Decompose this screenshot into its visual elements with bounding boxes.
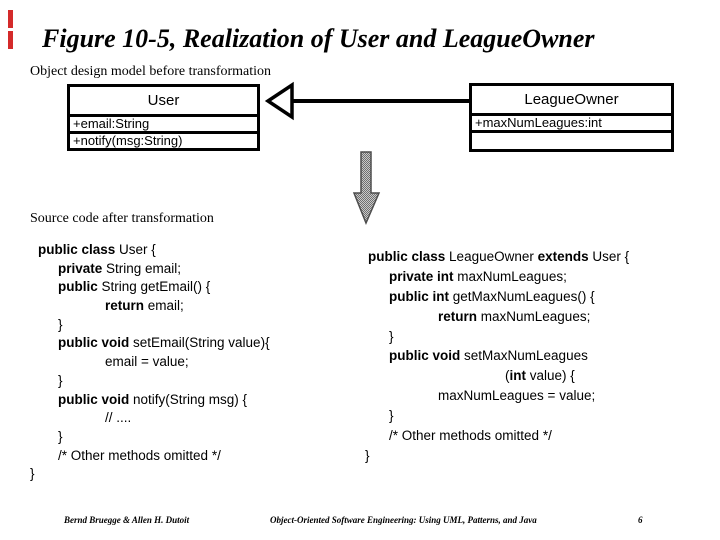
code-line: } <box>365 406 629 426</box>
leagueowner-class-compartments: +maxNumLeagues:int <box>472 113 671 145</box>
code-block-leagueowner: public class LeagueOwner extends User {p… <box>365 247 629 466</box>
code-line: public class User { <box>30 241 270 260</box>
code-keyword: private int <box>389 268 458 284</box>
code-line: } <box>30 316 270 335</box>
code-text: value) { <box>529 368 575 384</box>
code-block-user: public class User {private String email;… <box>30 241 270 484</box>
code-line: private String email; <box>30 260 270 279</box>
code-line: maxNumLeagues = value; <box>365 386 629 406</box>
leagueowner-class-name: LeagueOwner <box>524 91 619 108</box>
uml-attribute-row: +maxNumLeagues:int <box>472 113 671 130</box>
accent-bar <box>8 31 13 49</box>
code-text: maxNumLeagues = value; <box>438 388 596 404</box>
code-text: ( <box>505 368 510 384</box>
code-keyword: public void <box>58 391 134 407</box>
code-text: email; <box>147 298 184 314</box>
code-line: email = value; <box>30 353 270 372</box>
code-text: LeagueOwner <box>449 249 538 264</box>
code-text: User { <box>592 249 630 264</box>
code-text: } <box>30 466 35 482</box>
code-text: /* Other methods omitted */ <box>389 428 552 444</box>
code-keyword: public void <box>389 348 465 364</box>
code-line: } <box>30 428 270 447</box>
code-line: return maxNumLeagues; <box>365 307 629 327</box>
code-line: /* Other methods omitted */ <box>365 426 629 446</box>
code-line: /* Other methods omitted */ <box>30 447 270 466</box>
code-text: maxNumLeagues; <box>480 308 591 324</box>
code-keyword: return <box>105 298 148 314</box>
user-class-name: User <box>147 92 180 109</box>
subtitle-after-transformation: Source code after transformation <box>30 211 214 226</box>
code-keyword: public <box>58 279 102 295</box>
code-line: private int maxNumLeagues; <box>365 267 629 287</box>
uml-attribute-row: +notify(msg:String) <box>70 131 257 148</box>
code-text: // .... <box>105 410 132 426</box>
code-text: } <box>389 408 394 424</box>
subtitle-before-transformation: Object design model before transformatio… <box>30 64 272 79</box>
code-keyword: public int <box>389 288 453 304</box>
code-text: } <box>58 372 63 388</box>
code-line: // .... <box>30 409 270 428</box>
code-text: } <box>389 328 394 344</box>
inheritance-triangle-icon <box>264 81 294 121</box>
code-text: User { <box>119 242 156 257</box>
code-line: return email; <box>30 297 270 316</box>
code-keyword: extends <box>537 249 593 264</box>
code-line: } <box>365 327 629 347</box>
code-text: getMaxNumLeagues() { <box>452 288 595 304</box>
code-keyword: public class <box>38 242 120 257</box>
code-line: (int value) { <box>365 366 629 386</box>
code-line: } <box>30 372 270 391</box>
user-class-box: User +email:String+notify(msg:String) <box>67 84 260 151</box>
footer-book-title: Object-Oriented Software Engineering: Us… <box>270 515 537 525</box>
page-title: Figure 10-5, Realization of User and Lea… <box>42 24 595 53</box>
code-text: setEmail(String value){ <box>133 335 270 351</box>
leagueowner-class-box: LeagueOwner +maxNumLeagues:int <box>469 83 674 152</box>
code-text: } <box>58 428 63 444</box>
code-keyword: public class <box>368 249 450 264</box>
uml-empty-compartment <box>472 130 671 145</box>
code-keyword: private <box>58 260 107 276</box>
code-text: notify(String msg) { <box>133 391 248 407</box>
code-line: } <box>30 465 270 484</box>
transformation-down-arrow-icon <box>352 151 381 225</box>
code-line: public class LeagueOwner extends User { <box>365 247 629 267</box>
code-text: } <box>58 316 63 332</box>
code-line: public void notify(String msg) { <box>30 391 270 410</box>
code-line: } <box>365 446 629 466</box>
footer-page-number: 6 <box>638 515 643 525</box>
code-line: public String getEmail() { <box>30 278 270 297</box>
accent-bar <box>8 10 13 28</box>
code-text: email = value; <box>105 354 189 370</box>
code-text: setMaxNumLeagues <box>464 348 588 364</box>
uml-attribute-row: +email:String <box>70 114 257 131</box>
code-text: String email; <box>106 260 182 276</box>
code-keyword: return <box>438 308 481 324</box>
code-text: String getEmail() { <box>101 279 211 295</box>
user-class-compartments: +email:String+notify(msg:String) <box>70 114 257 148</box>
code-keyword: int <box>509 368 530 384</box>
code-text: /* Other methods omitted */ <box>58 447 221 463</box>
footer-authors: Bernd Bruegge & Allen H. Dutoit <box>64 515 190 525</box>
code-text: } <box>365 447 370 463</box>
code-line: public int getMaxNumLeagues() { <box>365 287 629 307</box>
code-keyword: public void <box>58 335 134 351</box>
code-line: public void setMaxNumLeagues <box>365 346 629 366</box>
code-text: maxNumLeagues; <box>457 268 567 284</box>
code-line: public void setEmail(String value){ <box>30 334 270 353</box>
